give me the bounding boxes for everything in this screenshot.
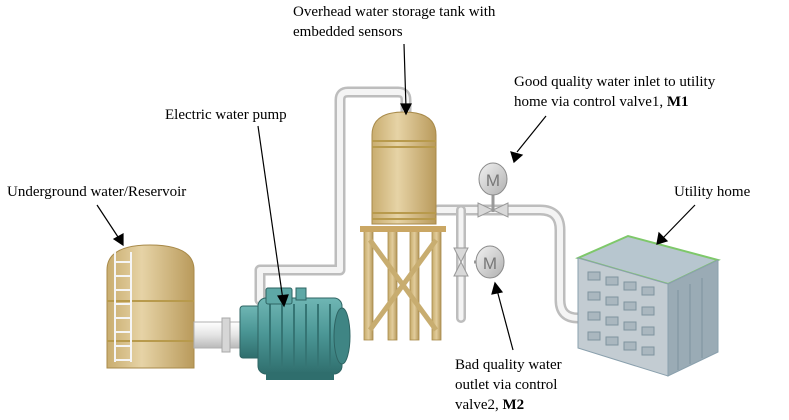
valve1-motor-icon: M [486,171,500,190]
control-valve-1: M [477,162,509,218]
home-callout-arrow [656,204,696,245]
utility-home-building [575,234,721,377]
reservoir-label: Underground water/Reservoir [7,184,187,200]
outlet-valve-label-line3: valve2, M2 [455,395,562,415]
inlet-valve-label-line2: home via control valve1, M1 [514,92,715,112]
overhead-water-tank [360,111,446,341]
overhead-tank-label: Overhead water storage tank with embedde… [293,2,495,42]
overhead-tank-label-line2: embedded sensors [293,24,403,40]
inlet-valve-label-line1: Good quality water inlet to utility [514,74,716,90]
utility-home-label: Utility home [674,184,751,200]
outlet-valve-label-line1: Bad quality water [455,357,562,373]
pump-label: Electric water pump [165,107,287,123]
callout-arrows [96,43,696,351]
valve2-motor-icon: M [483,254,497,273]
reservoir-ladder [114,252,132,362]
outlet-valve-label: Bad quality water outlet via control val… [455,355,562,415]
inlet-valve-label: Good quality water inlet to utility home… [514,72,715,112]
outlet-valve-label-text: valve2, [455,397,503,413]
inlet-valve-callout-arrow [510,115,547,164]
tank-tower [360,226,446,341]
underground-reservoir [106,244,195,369]
outlet-valve-label-line2: outlet via control [455,377,558,393]
reservoir-callout-arrow [96,204,124,247]
inlet-valve-label-text: home via control valve1, [514,94,667,110]
tank-callout-arrow [400,43,412,116]
electric-water-pump [239,287,351,380]
outlet-valve-callout-arrow [491,281,514,351]
outlet-valve-id: M2 [502,397,525,413]
building-windows [587,271,655,356]
control-valve-2: M [453,245,505,279]
inlet-valve-id: M1 [666,94,689,110]
overhead-tank-label-line1: Overhead water storage tank with [293,4,496,20]
pump-callout-arrow [257,125,289,308]
